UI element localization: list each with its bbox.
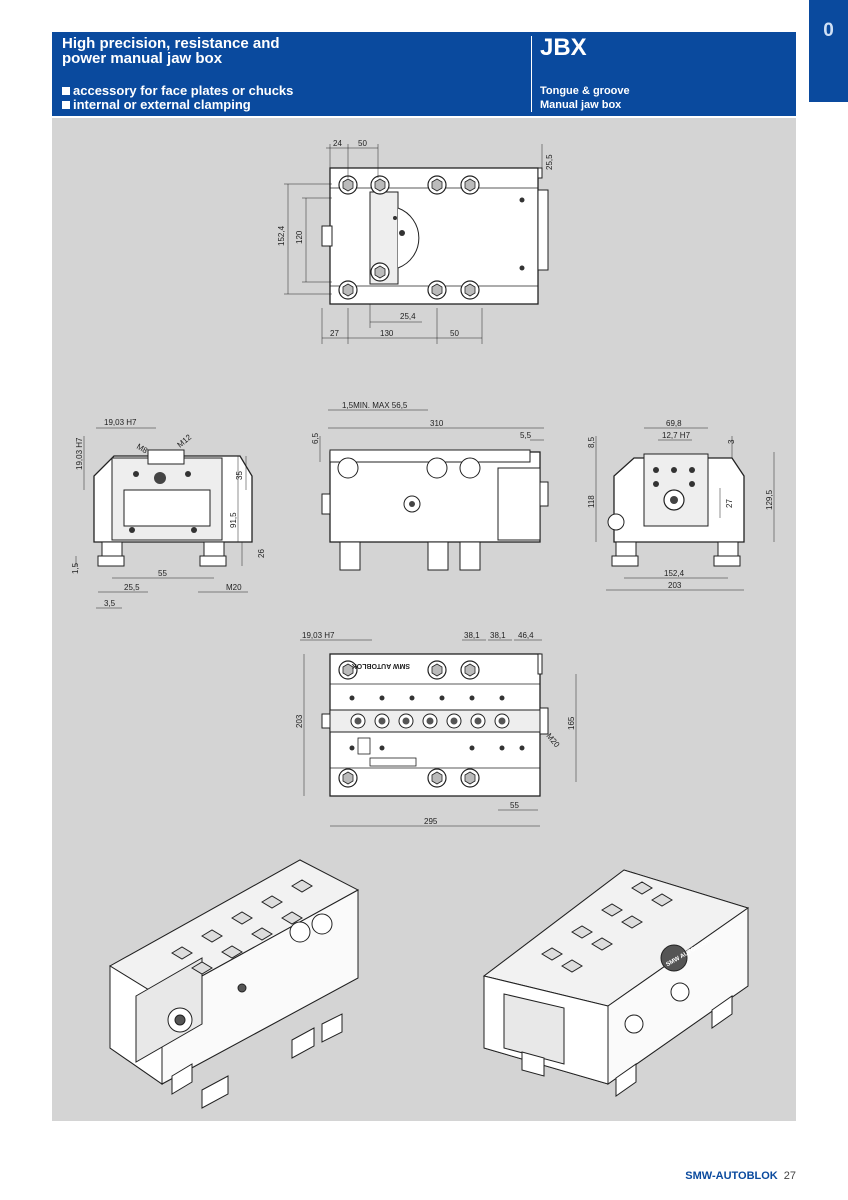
dim-label: 19,03 H7 — [302, 631, 335, 640]
isometric-view-left — [109, 859, 360, 1109]
subtitle-line-1: Tongue & groove — [540, 85, 630, 97]
top-view-drawing — [321, 167, 549, 305]
dim-label: 120 — [295, 230, 304, 244]
dim-label: 118 — [587, 495, 596, 508]
header-right: JBX Tongue & groove Manual jaw box — [532, 32, 796, 116]
left-view-drawing — [93, 449, 253, 567]
dim-label: 69,8 — [666, 419, 682, 428]
feature-item: accessory for face plates or chucks — [62, 84, 293, 98]
dim-label: 50 — [450, 329, 459, 338]
dim-label: 35 — [235, 471, 244, 480]
dim-label: 5,5 — [520, 431, 532, 440]
page-footer: SMW-AUTOBLOK 27 — [685, 1170, 796, 1182]
feature-list: accessory for face plates or chucks inte… — [62, 84, 293, 112]
chapter-tab: 0 — [809, 0, 848, 102]
dim-label: 152,4 — [664, 569, 685, 578]
dim-label: 1,5MIN. MAX 56,5 — [342, 401, 408, 410]
dim-label: 38,1 — [490, 631, 506, 640]
dim-label: 152,4 — [277, 225, 286, 246]
top-view-dimensions: 24 50 25,5 152,4 120 25,4 27 130 50 — [277, 139, 554, 344]
dim-label: 25,5 — [124, 583, 140, 592]
front-view-drawing — [321, 449, 549, 571]
header-divider — [531, 36, 532, 112]
dim-label: 19,03 H7 — [75, 437, 84, 470]
product-title: High precision, resistance and power man… — [62, 36, 280, 66]
feature-text: accessory for face plates or chucks — [73, 83, 294, 98]
dim-label: 3 — [727, 439, 736, 444]
header-banner: High precision, resistance and power man… — [52, 32, 796, 116]
logo-text: SMW AUTOBLOK — [352, 662, 410, 669]
technical-drawings: 24 50 25,5 152,4 120 25,4 27 130 50 19,0… — [71, 139, 775, 1109]
dim-label: M12 — [176, 432, 194, 449]
dim-label: 38,1 — [464, 631, 480, 640]
dim-label: 3,5 — [104, 599, 116, 608]
dim-label: M20 — [544, 732, 561, 750]
page-number: 27 — [783, 1170, 796, 1182]
dim-label: 25,5 — [545, 154, 554, 170]
dim-label: 129,5 — [765, 489, 774, 510]
dim-label: 55 — [510, 801, 519, 810]
dim-label: 310 — [430, 419, 444, 428]
front-view-dimensions: 1,5MIN. MAX 56,5 6,5 310 5,5 — [311, 401, 544, 462]
right-view-dimensions: 69,8 12,7 H7 8,5 3 118 129,5 27 152,4 20… — [587, 419, 775, 591]
square-bullet-icon — [62, 87, 70, 95]
dim-label: 8,5 — [587, 436, 596, 448]
product-subtitle: Tongue & groove Manual jaw box — [540, 84, 630, 112]
dim-label: 27 — [725, 499, 734, 508]
feature-item: internal or external clamping — [62, 98, 293, 112]
product-code: JBX — [540, 34, 587, 61]
header-left: High precision, resistance and power man… — [52, 32, 530, 116]
dim-label: 55 — [158, 569, 167, 578]
dim-label: 165 — [567, 716, 576, 730]
isometric-view-right: SMW AUTOBLOK — [482, 869, 750, 1097]
footer-brand: SMW-AUTOBLOK — [685, 1170, 778, 1182]
dim-label: 6,5 — [311, 432, 320, 444]
dim-label: 203 — [295, 714, 304, 728]
dim-label: 24 — [333, 139, 342, 148]
dim-label: 91,5 — [229, 512, 238, 528]
square-bullet-icon — [62, 101, 70, 109]
dim-label: 1,5 — [71, 562, 80, 574]
dim-label: 50 — [358, 139, 367, 148]
dim-label: 12,7 H7 — [662, 431, 691, 440]
dim-label: M20 — [226, 583, 242, 592]
title-line-1: High precision, resistance and — [62, 35, 280, 52]
dim-label: 19,03 H7 — [104, 418, 137, 427]
dim-label: 295 — [424, 817, 438, 826]
drawing-panel: 24 50 25,5 152,4 120 25,4 27 130 50 19,0… — [52, 118, 796, 1121]
chapter-number: 0 — [823, 20, 834, 41]
dim-label: 203 — [668, 581, 682, 590]
dim-label: 27 — [330, 329, 339, 338]
right-view-drawing — [607, 453, 745, 567]
dim-label: 130 — [380, 329, 394, 338]
feature-text: internal or external clamping — [73, 97, 251, 112]
title-line-2: power manual jaw box — [62, 50, 223, 67]
plan-view-drawing: SMW AUTOBLOK — [321, 653, 549, 797]
dim-label: 25,4 — [400, 312, 416, 321]
dim-label: M8 — [135, 442, 150, 456]
dim-label: 26 — [257, 549, 266, 558]
subtitle-line-2: Manual jaw box — [540, 99, 622, 111]
dim-label: 46,4 — [518, 631, 534, 640]
